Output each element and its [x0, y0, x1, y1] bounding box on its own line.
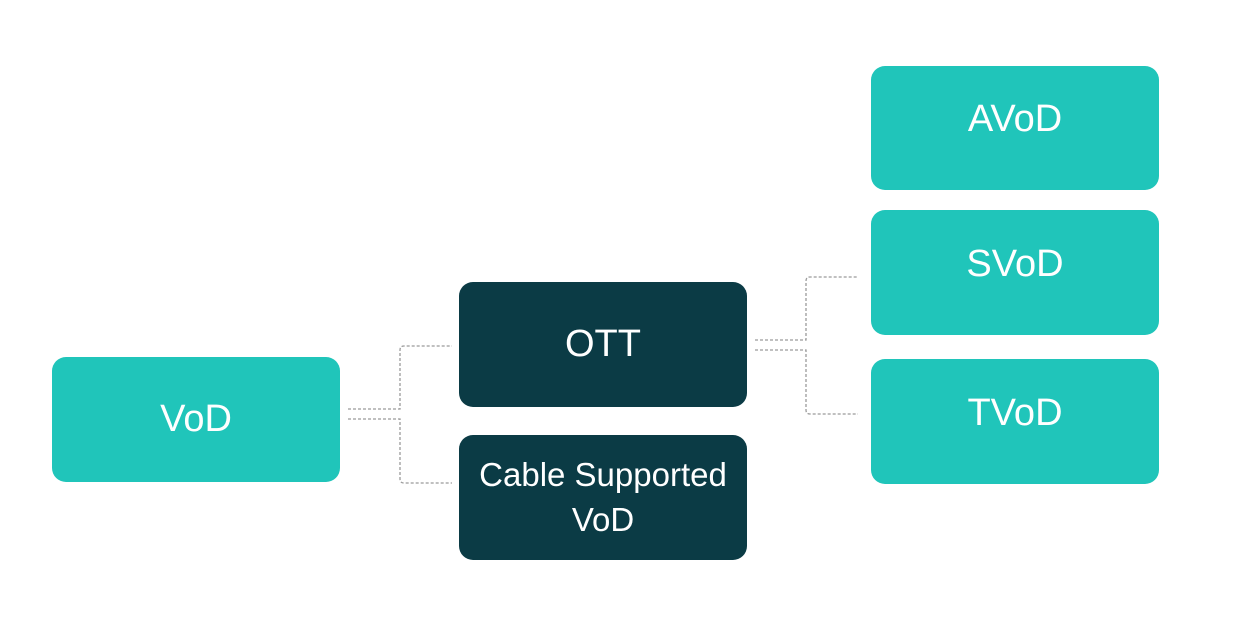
connector-ott-tvod [755, 349, 858, 415]
node-tvod-label: TVoD [967, 391, 1063, 434]
node-ott-label: OTT [565, 322, 641, 365]
node-tvod: TVoD [871, 359, 1159, 484]
node-ott: OTT [459, 282, 747, 407]
node-avod: AVoD [871, 66, 1159, 190]
node-cable-supported-vod: Cable Supported VoD [459, 435, 747, 560]
node-vod: VoD [52, 357, 340, 482]
connector-ott-svod [755, 276, 858, 341]
node-avod-label: AVoD [967, 98, 1063, 141]
node-cable-supported-vod-label: Cable Supported VoD [479, 455, 727, 538]
connector-vod-ott [348, 345, 452, 410]
node-svod-label: SVoD [966, 242, 1064, 285]
node-vod-label: VoD [160, 397, 232, 440]
connector-vod-cable [348, 418, 452, 484]
node-svod: SVoD [871, 210, 1159, 335]
